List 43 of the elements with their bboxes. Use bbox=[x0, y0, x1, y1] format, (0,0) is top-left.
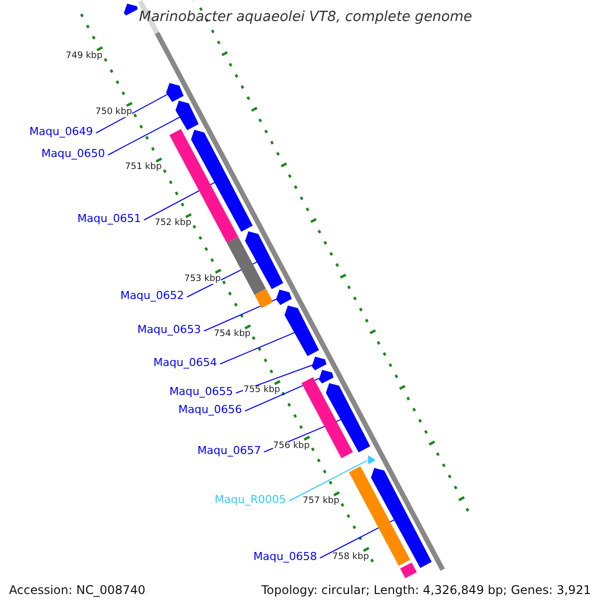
gene-feature bbox=[124, 4, 138, 16]
gene-label: Maqu_0652 bbox=[120, 290, 184, 301]
gene-label: Maqu_0656 bbox=[178, 404, 242, 415]
accession-text: Accession: NC_008740 bbox=[9, 584, 146, 596]
gene-label: Maqu_R0005 bbox=[214, 494, 286, 505]
leader-line bbox=[288, 460, 368, 502]
leader-line bbox=[96, 94, 168, 134]
gene-label: Maqu_0651 bbox=[77, 213, 141, 224]
gene-label: Maqu_0655 bbox=[169, 386, 233, 397]
position-label: 756 kbp bbox=[273, 442, 310, 451]
gene-feature bbox=[166, 83, 184, 102]
gene-label: Maqu_0657 bbox=[197, 445, 261, 456]
leader-line bbox=[204, 298, 278, 332]
position-label: 752 kbp bbox=[154, 219, 192, 228]
gene-feature bbox=[176, 100, 199, 130]
gene-feature bbox=[191, 130, 253, 232]
title: Marinobacter aquaeolei VT8, complete genome bbox=[139, 10, 472, 24]
gene-category-bar bbox=[254, 288, 274, 308]
genome-summary-text: Topology: circular; Length: 4,326,849 bp; Genes: 3,921 bbox=[261, 584, 591, 596]
position-label: 758 kbp bbox=[332, 552, 369, 562]
leader-line bbox=[108, 116, 181, 156]
position-label: 754 kbp bbox=[214, 330, 251, 340]
position-label: 750 kbp bbox=[95, 108, 132, 117]
gene-label: Maqu_0654 bbox=[153, 357, 217, 368]
gene-label: Maqu_0653 bbox=[137, 324, 201, 335]
position-label: 749 kbp bbox=[66, 52, 102, 62]
gene-feature bbox=[318, 370, 334, 384]
gene-label: Maqu_0658 bbox=[253, 551, 317, 562]
position-label: 757 kbp bbox=[302, 497, 340, 506]
position-label: 755 kbp bbox=[243, 386, 280, 395]
leader-line bbox=[220, 332, 296, 364]
gene-label: Maqu_0650 bbox=[41, 148, 105, 159]
gene-feature bbox=[245, 231, 284, 290]
position-label: 751 kbp bbox=[125, 163, 162, 172]
gene-feature bbox=[276, 290, 292, 305]
gene-feature bbox=[312, 356, 326, 370]
gene-category-bar bbox=[400, 562, 417, 578]
gene-feature bbox=[368, 455, 375, 464]
gene-feature bbox=[284, 305, 319, 356]
gene-label: Maqu_0649 bbox=[29, 126, 93, 137]
position-label: 753 kbp bbox=[184, 274, 221, 284]
gene-feature bbox=[370, 468, 432, 568]
gene-feature bbox=[326, 383, 370, 452]
